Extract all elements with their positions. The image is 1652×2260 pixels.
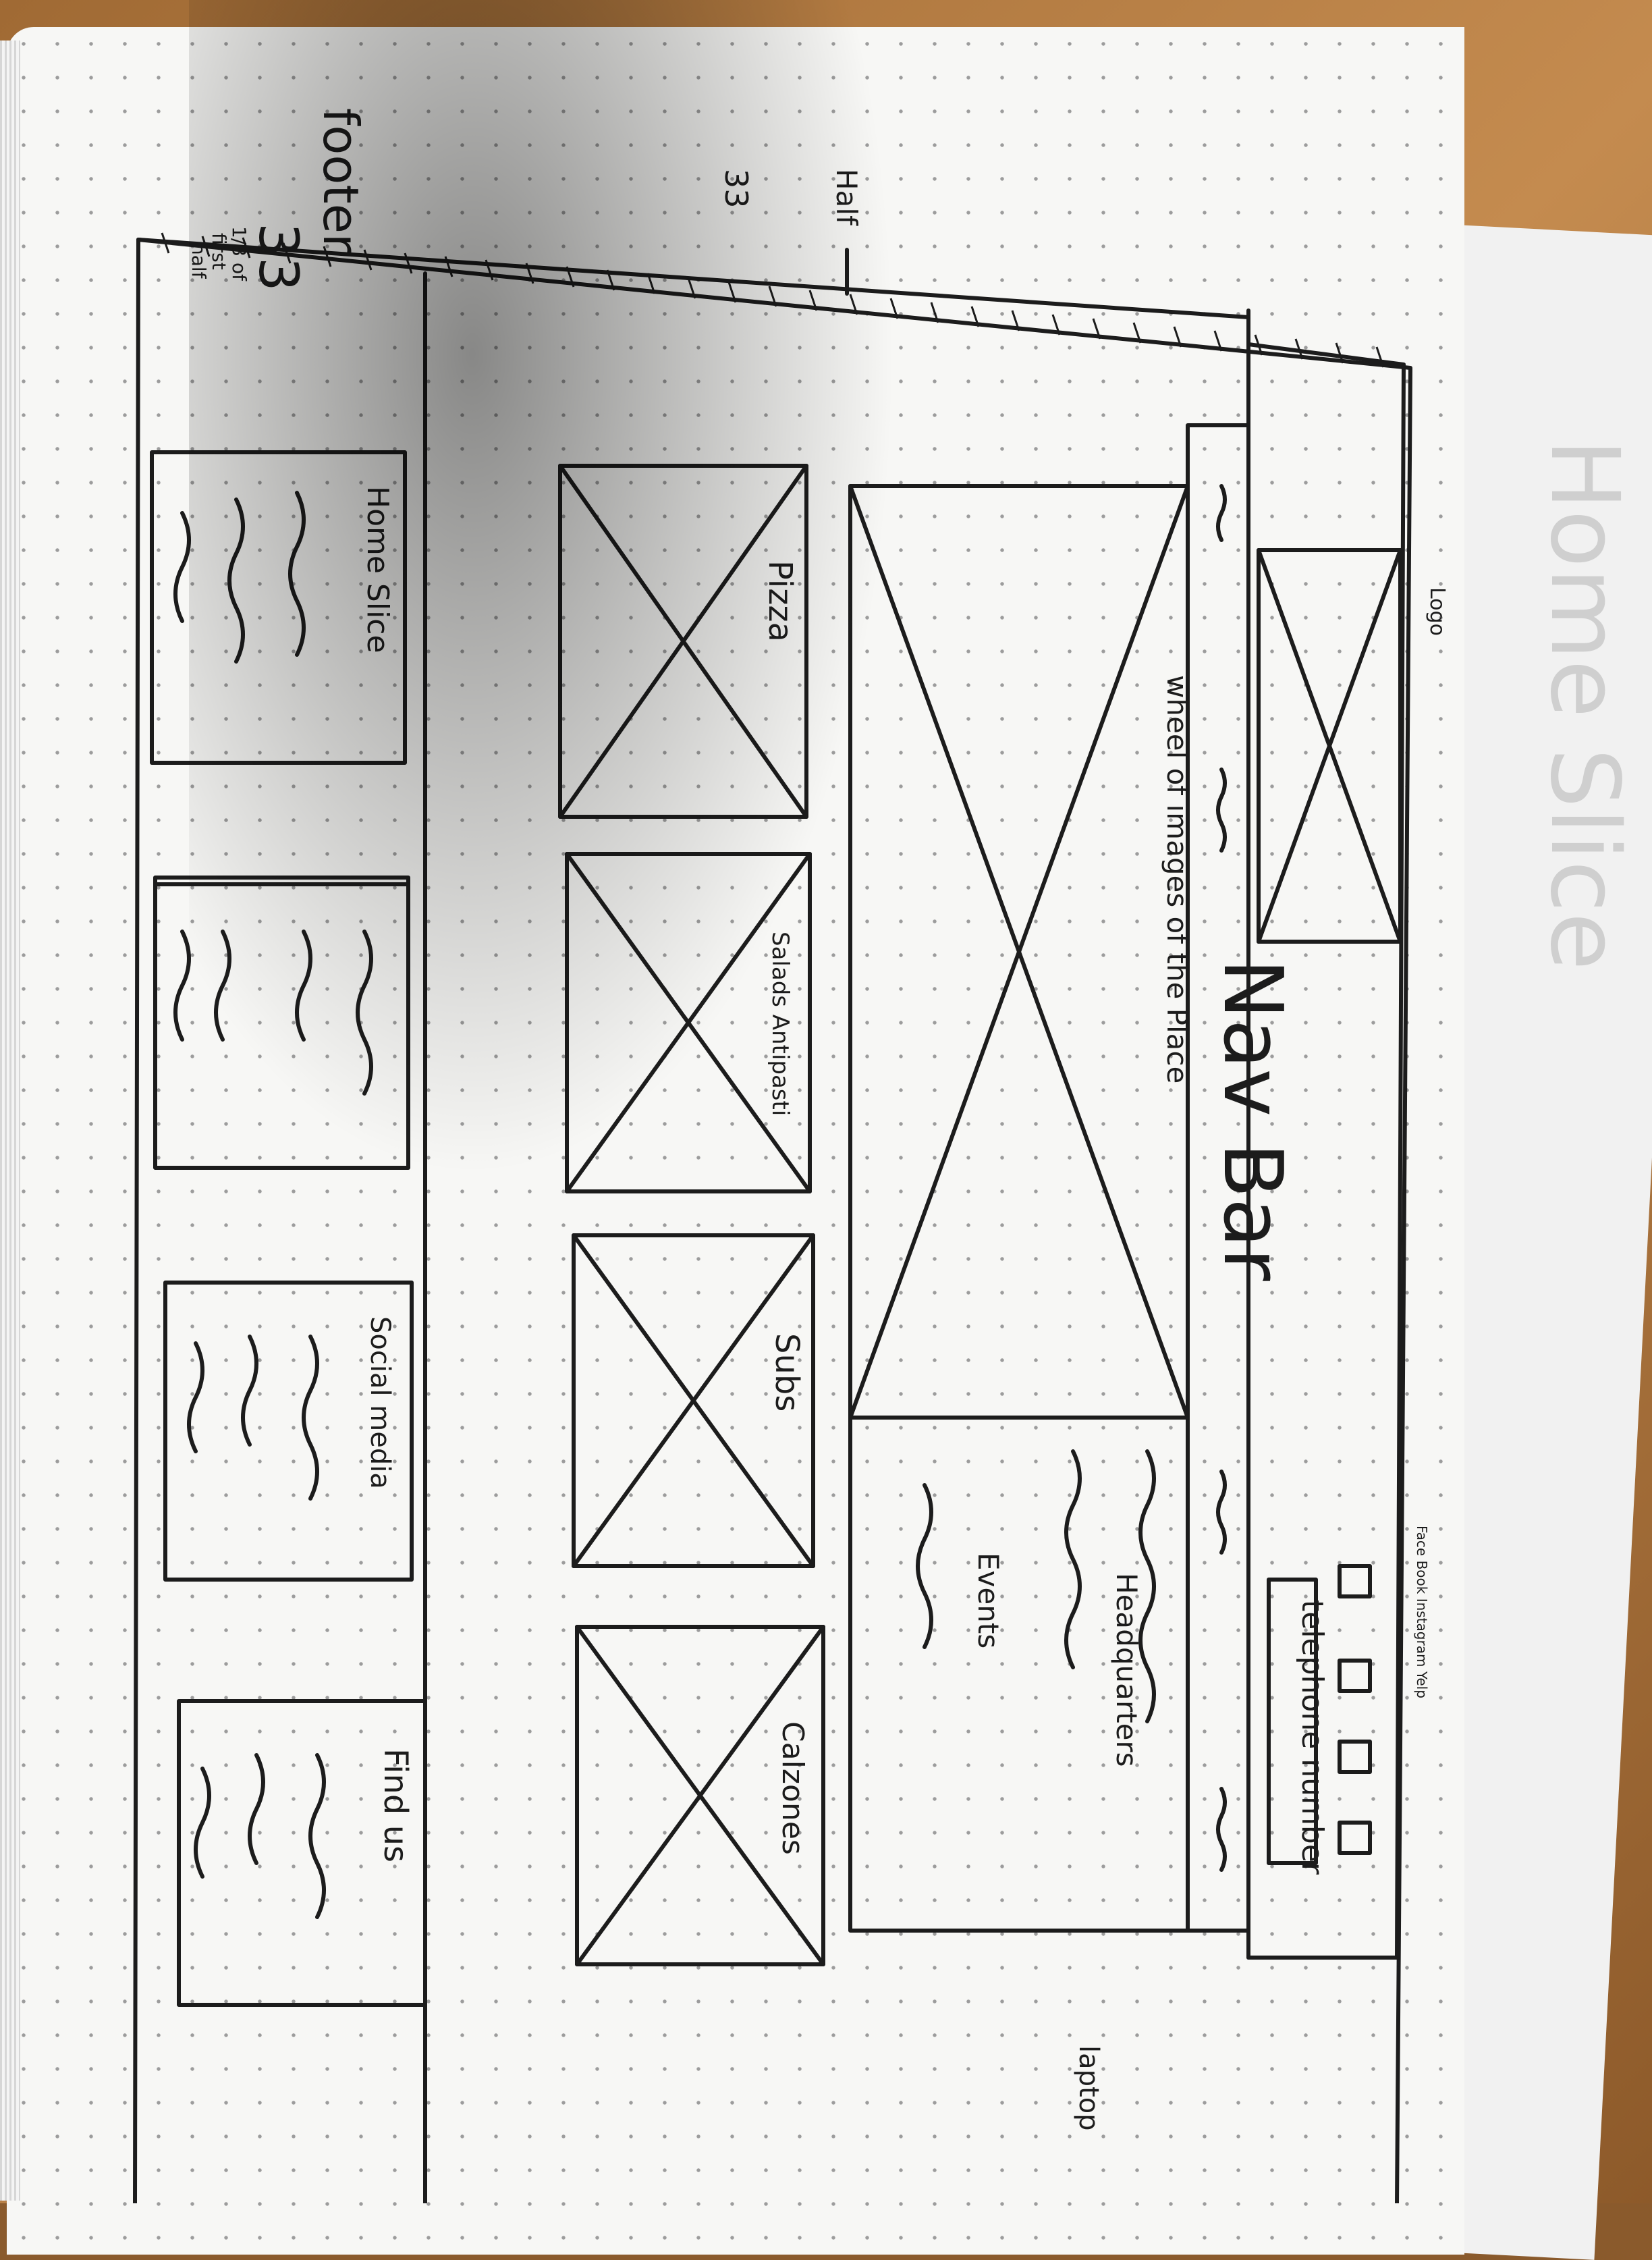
logo-placeholder bbox=[1257, 548, 1402, 944]
footer-find-us-label: Find us bbox=[377, 1748, 414, 1862]
footer-home-slice bbox=[150, 450, 407, 765]
menu-card-salads-cross bbox=[565, 852, 812, 1193]
footer-hours-text bbox=[173, 930, 373, 1096]
extra-social-icon[interactable] bbox=[1338, 1821, 1372, 1855]
half-label: Half bbox=[830, 169, 863, 226]
footer-social-media bbox=[163, 1281, 414, 1582]
menu-card-calzones[interactable] bbox=[575, 1625, 825, 1966]
logo-placeholder-cross bbox=[1257, 548, 1402, 944]
corner-note: laptop bbox=[1073, 2045, 1104, 2131]
telephone-label: telephone number bbox=[1295, 1600, 1329, 1875]
notebook-left-page bbox=[7, 27, 1464, 2255]
first-half-note-1: 1/3 of bbox=[228, 226, 250, 281]
hero-image-cross bbox=[848, 484, 1190, 1420]
hero-side-text-squiggles bbox=[916, 1449, 1156, 1723]
logo-label: Logo bbox=[1425, 587, 1449, 636]
hero-caption: wheel of images of the Place bbox=[1161, 675, 1194, 1083]
menu-card-salads[interactable] bbox=[565, 852, 812, 1193]
events-label: Events bbox=[972, 1553, 1005, 1648]
yelp-icon[interactable] bbox=[1338, 1740, 1372, 1774]
footer-find-us-text bbox=[194, 1753, 326, 1919]
menu-card-calzones-label: Calzones bbox=[775, 1721, 810, 1855]
menu-card-salads-label: Salads Antipasti bbox=[767, 932, 794, 1116]
telephone-box bbox=[1267, 1578, 1318, 1865]
wireframe-sketch: Home Slice 33 1/3 of first half Half 33 … bbox=[133, 108, 1639, 2203]
notebook-page-edges bbox=[0, 41, 20, 2201]
headquarters-label: Headquarters bbox=[1110, 1573, 1143, 1767]
measure-label: 33 bbox=[247, 223, 310, 292]
ghost-bleed-text: Home Slice bbox=[1529, 439, 1639, 971]
footer-home-slice-label: Home Slice bbox=[360, 486, 395, 653]
social-label: Face Book Instagram Yelp bbox=[1414, 1526, 1430, 1698]
top-edge-line bbox=[136, 238, 1250, 319]
menu-card-calzones-cross bbox=[575, 1625, 825, 1966]
footer-find-us bbox=[177, 1699, 427, 2007]
footer-label: footer bbox=[312, 108, 369, 254]
first-half-note-3: half bbox=[188, 243, 210, 279]
footer-hours-block bbox=[153, 876, 410, 1170]
header-box bbox=[1246, 342, 1406, 1960]
footer-social-media-text bbox=[187, 1335, 319, 1501]
first-half-note-2: first bbox=[208, 233, 230, 270]
footer-social-media-label: Social media bbox=[364, 1316, 395, 1489]
menu-card-pizza[interactable] bbox=[558, 464, 808, 819]
instagram-icon[interactable] bbox=[1338, 1659, 1372, 1693]
menu-card-subs-label: Subs bbox=[768, 1333, 806, 1411]
page-frame-outline bbox=[136, 238, 1412, 2203]
nav-bar-label: Nav Bar bbox=[1205, 959, 1299, 1281]
menu-card-pizza-cross bbox=[558, 464, 808, 819]
facebook-icon[interactable] bbox=[1338, 1564, 1372, 1598]
second-measure-label: 33 bbox=[718, 169, 754, 209]
menu-card-pizza-label: Pizza bbox=[761, 560, 799, 642]
page-frame-left bbox=[133, 238, 140, 2203]
hero-side-panel bbox=[848, 1416, 1190, 1933]
menu-card-subs[interactable] bbox=[572, 1233, 815, 1568]
footer-home-slice-text bbox=[173, 491, 306, 664]
nav-items-squiggles bbox=[1216, 484, 1227, 1872]
menu-card-subs-cross bbox=[572, 1233, 815, 1568]
